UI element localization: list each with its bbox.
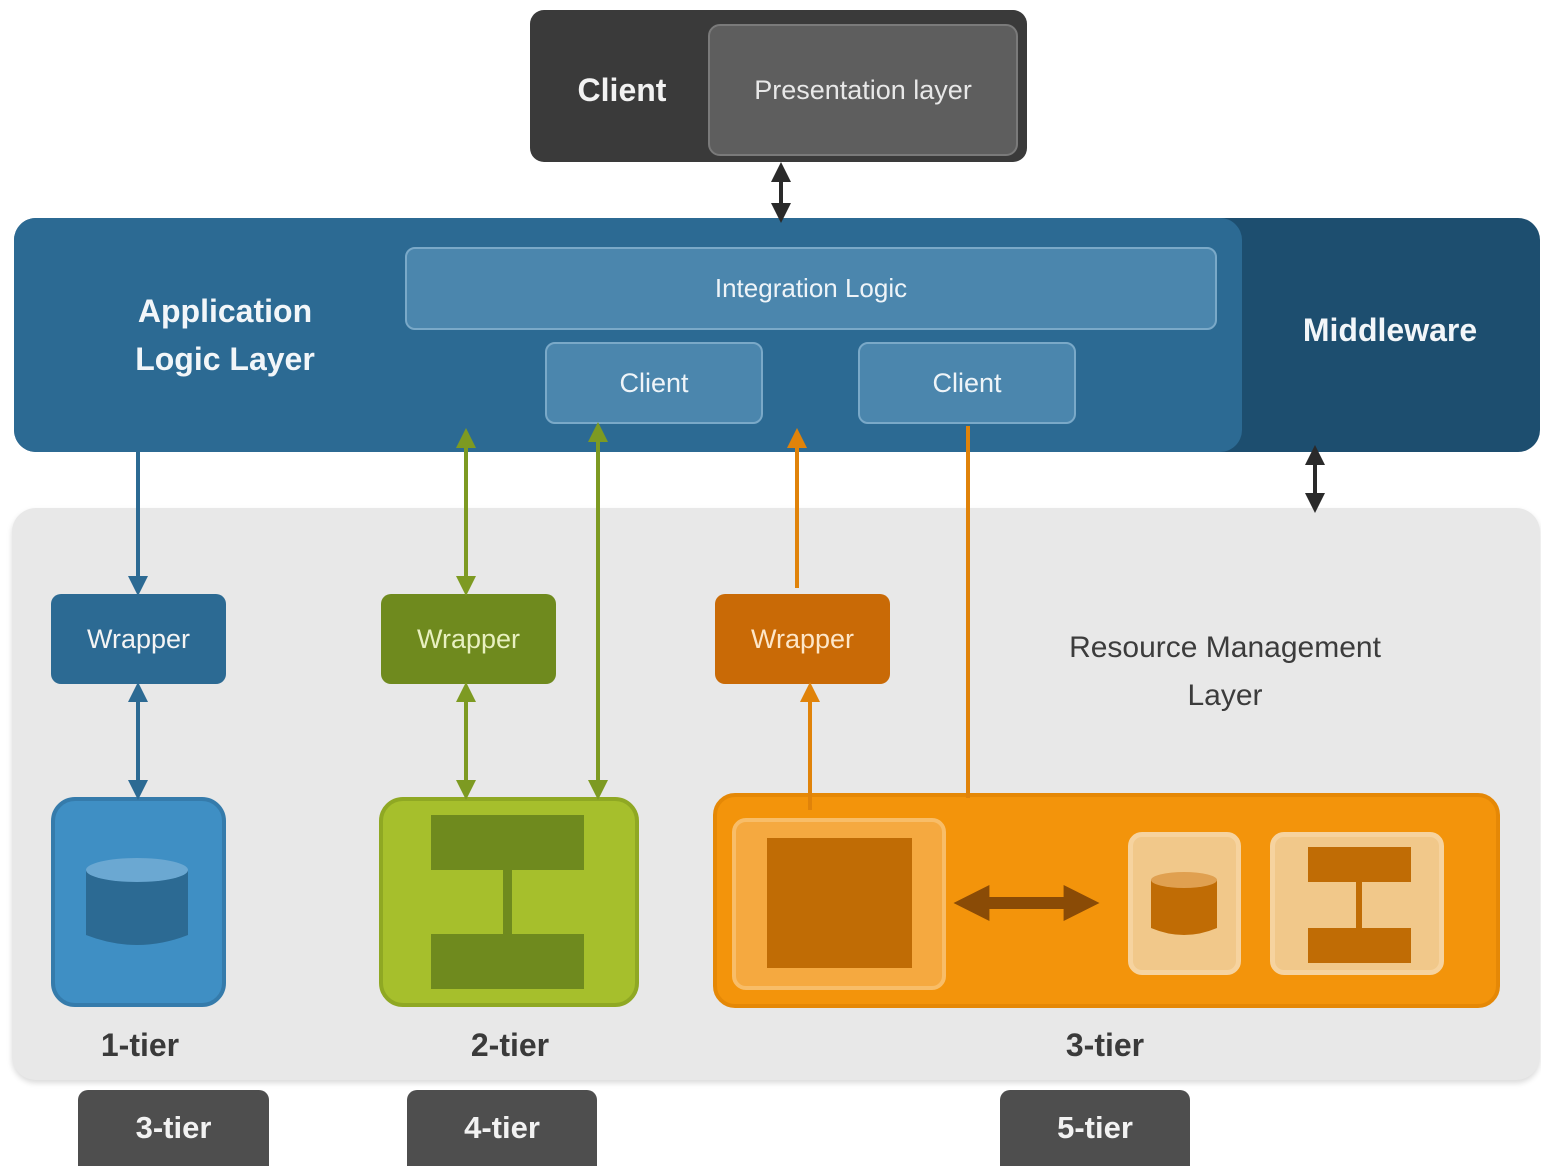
tier2-block-top	[431, 815, 584, 870]
tier2-block-bottom	[431, 934, 584, 989]
tier-label-3: 3-tier	[1065, 1026, 1145, 1063]
middleware-label: Middleware	[1302, 311, 1478, 348]
integration-logic-box: Integration Logic	[405, 247, 1217, 330]
badge-3-tier: 3-tier	[78, 1090, 269, 1166]
tier2-block-connector	[503, 870, 512, 934]
tier3-app-block-top	[1308, 847, 1411, 882]
wrapper-box-tier2: Wrapper	[381, 594, 556, 684]
tier3-app-block-bottom	[1308, 928, 1411, 963]
wrapper-box-tier3: Wrapper	[715, 594, 890, 684]
presentation-layer-box: Presentation layer	[708, 24, 1018, 156]
badge-4-tier: 4-tier	[407, 1090, 597, 1166]
resource-management-label: Resource Management Layer	[1069, 631, 1381, 712]
badge-5-tier: 5-tier	[1000, 1090, 1190, 1166]
tier1-resource-box	[51, 797, 226, 1007]
client-label: Client	[577, 71, 667, 108]
wrapper-box-tier1: Wrapper	[51, 594, 226, 684]
middleware-client-box-2: Client	[858, 342, 1076, 424]
tier3-database-frame	[1128, 832, 1241, 975]
tier3-app-block-connector	[1356, 882, 1362, 928]
middleware-client-box-1: Client	[545, 342, 763, 424]
tier3-square-block	[767, 838, 912, 968]
tier-label-1: 1-tier	[100, 1026, 180, 1063]
tier-label-2: 2-tier	[470, 1026, 550, 1063]
application-logic-label: Application Logic Layer	[135, 293, 315, 377]
